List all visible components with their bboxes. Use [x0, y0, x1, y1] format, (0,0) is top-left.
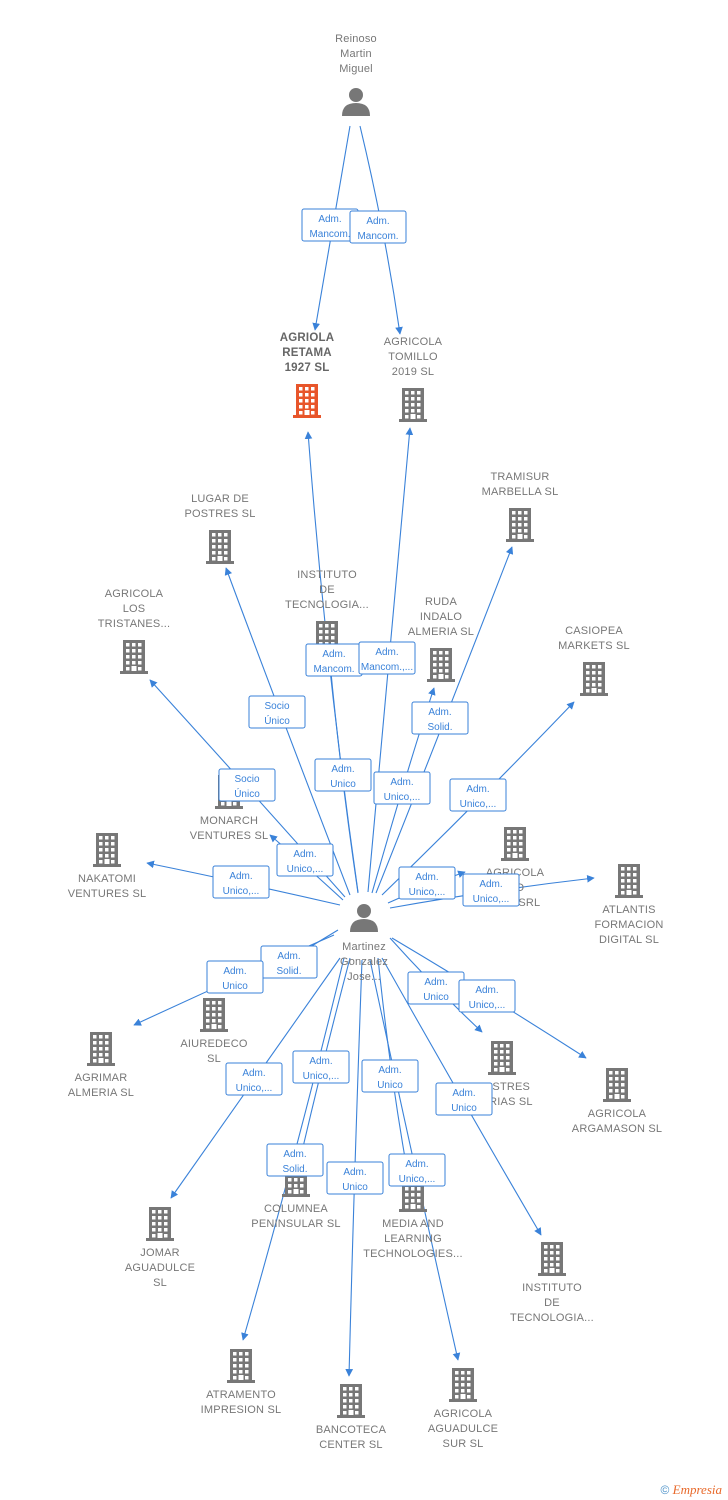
edge-label-martinez-to-instituto_top[interactable]: Adm.Unico: [314, 758, 372, 792]
svg-text:Adm.Unico: Adm.Unico: [222, 966, 248, 992]
brand-logo[interactable]: Empresia: [672, 1482, 722, 1497]
jomar-building-icon[interactable]: [146, 1207, 174, 1241]
edge-label-reinoso-to-agricola_tomillo[interactable]: Adm.Mancom.: [349, 210, 407, 244]
aguadulce_sur-building-icon[interactable]: [449, 1368, 477, 1402]
nakatomi-building-icon[interactable]: [93, 833, 121, 867]
atlantis-building-icon[interactable]: [615, 864, 643, 898]
edge-label-martinez-to-columnea[interactable]: Adm.Unico,...: [292, 1050, 350, 1084]
edge-label-martinez-to-media_learning[interactable]: Adm.Unico: [361, 1059, 419, 1093]
edge-label-martinez-to-aiuredeco[interactable]: Adm.Solid.: [260, 945, 318, 979]
svg-text:Adm.Unico,...: Adm.Unico,...: [236, 1068, 273, 1094]
edge-label-martinez-to-nakatomi[interactable]: Adm.Unico,...: [212, 865, 270, 899]
svg-text:Adm.Solid.: Adm.Solid.: [276, 951, 301, 977]
edge-labels-layer: Adm.Mancom. Adm.Mancom. Adm.Mancom. Adm.Man…: [206, 208, 520, 1195]
svg-text:Adm.Mancom.: Adm.Mancom.: [309, 214, 350, 240]
svg-text:Adm.Unico,...: Adm.Unico,...: [460, 784, 497, 810]
copyright-symbol: ©: [660, 1483, 670, 1497]
svg-text:Adm.Unico: Adm.Unico: [377, 1065, 403, 1091]
svg-text:Adm.Unico: Adm.Unico: [423, 977, 449, 1003]
atramento-building-icon[interactable]: [227, 1349, 255, 1383]
svg-text:Adm.Unico,...: Adm.Unico,...: [473, 879, 510, 905]
agriola_retama-building-icon[interactable]: [293, 384, 321, 418]
lugar_postres-building-icon[interactable]: [206, 530, 234, 564]
edge-label-martinez-to-instituto_bottom[interactable]: Adm.Unico: [435, 1082, 493, 1116]
edge-label-martinez-to-bancoteca[interactable]: Adm.Unico: [326, 1161, 384, 1195]
ruda_indalo-building-icon[interactable]: [427, 648, 455, 682]
svg-text:Adm.Unico,...: Adm.Unico,...: [303, 1056, 340, 1082]
svg-text:Adm.Mancom.,...: Adm.Mancom.,...: [361, 647, 413, 673]
postres_asturias-building-icon[interactable]: [488, 1041, 516, 1075]
svg-text:Adm.Mancom.: Adm.Mancom.: [357, 216, 398, 242]
svg-text:Adm.Unico,...: Adm.Unico,...: [409, 872, 446, 898]
svg-text:Adm.Unico,...: Adm.Unico,...: [384, 777, 421, 803]
edge-label-martinez-to-tramisur[interactable]: Adm.Unico,...: [373, 771, 431, 805]
argamason-building-icon[interactable]: [603, 1068, 631, 1102]
los_tristanes-building-icon[interactable]: [120, 640, 148, 674]
svg-text:Adm.Mancom.: Adm.Mancom.: [313, 649, 354, 675]
casiopea-building-icon[interactable]: [580, 662, 608, 696]
agricola_tomillo-building-icon[interactable]: [399, 388, 427, 422]
edge-label-martinez-to-agricola_dulce[interactable]: Adm.Unico,...: [398, 866, 456, 900]
aiuredeco-building-icon[interactable]: [200, 998, 228, 1032]
svg-text:Adm.Solid.: Adm.Solid.: [427, 707, 452, 733]
edge-label-martinez-to-atramento[interactable]: Adm.Solid.: [266, 1143, 324, 1177]
bancoteca-building-icon[interactable]: [337, 1384, 365, 1418]
edge-label-martinez-to-ruda_indalo[interactable]: Adm.Solid.: [411, 701, 469, 735]
reinoso-person-icon[interactable]: [342, 88, 370, 116]
svg-text:Adm.Unico,...: Adm.Unico,...: [399, 1159, 436, 1185]
edge-label-martinez-to-argamason[interactable]: Adm.Unico,...: [458, 979, 516, 1013]
edge-label-martinez-to-agricola_tomillo[interactable]: Adm.Mancom.,...: [358, 641, 416, 675]
agricola_dulce-building-icon[interactable]: [501, 827, 529, 861]
svg-text:Adm.Unico,...: Adm.Unico,...: [223, 871, 260, 897]
instituto_bottom-building-icon[interactable]: [538, 1242, 566, 1276]
edge-label-martinez-to-agriola_retama[interactable]: Adm.Mancom.: [305, 643, 363, 677]
tramisur-building-icon[interactable]: [506, 508, 534, 542]
footer: © Empresia: [660, 1482, 722, 1498]
edge-label-martinez-to-postres_asturias[interactable]: Adm.Unico: [407, 971, 465, 1005]
edge-label-martinez-to-jomar[interactable]: Adm.Unico,...: [225, 1062, 283, 1096]
edge-label-martinez-to-casiopea[interactable]: Adm.Unico,...: [449, 778, 507, 812]
edge-label-martinez-to-agrimar[interactable]: Adm.Unico: [206, 960, 264, 994]
edge-label-martinez-to-monarch[interactable]: Adm.Unico,...: [276, 843, 334, 877]
svg-text:Adm.Unico: Adm.Unico: [342, 1167, 368, 1193]
svg-text:Adm.Unico,...: Adm.Unico,...: [469, 985, 506, 1011]
agrimar-building-icon[interactable]: [87, 1032, 115, 1066]
svg-text:Adm.Solid.: Adm.Solid.: [282, 1149, 307, 1175]
svg-text:Adm.Unico: Adm.Unico: [451, 1088, 477, 1114]
martinez-person-icon[interactable]: [350, 904, 378, 932]
svg-text:Adm.Unico: Adm.Unico: [330, 764, 356, 790]
svg-text:Adm.Unico,...: Adm.Unico,...: [287, 849, 324, 875]
edge-label-martinez-to-aguadulce_sur[interactable]: Adm.Unico,...: [388, 1153, 446, 1187]
edge-label-martinez-to-atlantis[interactable]: Adm.Unico,...: [462, 873, 520, 907]
